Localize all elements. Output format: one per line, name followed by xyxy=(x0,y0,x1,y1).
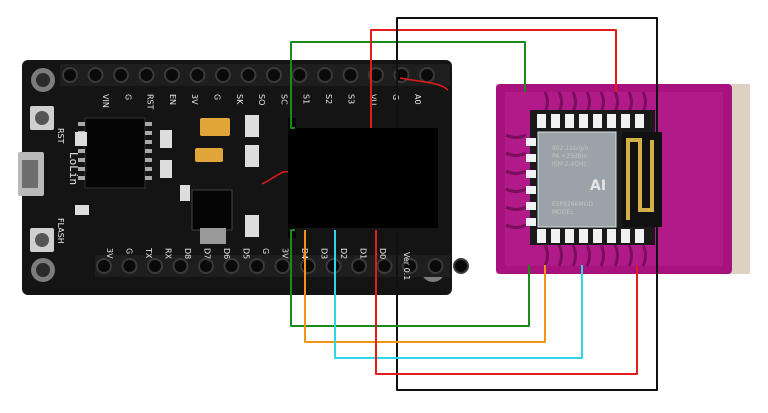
version-label: Ver 0.1 xyxy=(402,252,411,280)
top-pin-label: VU xyxy=(369,94,378,105)
jumper-wire xyxy=(370,29,617,128)
top-pin-label: SC xyxy=(279,94,288,105)
jumper-wires xyxy=(290,17,658,391)
header-pin xyxy=(402,258,418,274)
jumper-wire xyxy=(396,17,658,391)
nodemcu-board: LoLin RST FLASH VIN G RST EN 3V G SK SO SC S1 S2 S3… xyxy=(18,60,469,295)
top-pin-label: G xyxy=(213,94,222,100)
header-pin xyxy=(342,67,359,83)
header-pin xyxy=(96,258,112,274)
bottom-pin-label: 3V xyxy=(281,248,290,259)
header-pin xyxy=(368,67,384,83)
bottom-pin-label: D2 xyxy=(339,248,348,259)
top-pin-label: S3 xyxy=(346,94,355,104)
top-pin-label: S1 xyxy=(302,94,311,104)
top-pin-label: SO xyxy=(257,94,266,105)
header-pin xyxy=(453,258,469,274)
top-pin-label: SK xyxy=(235,94,244,105)
top-pin-label: G xyxy=(123,94,132,100)
top-pin-label: EN xyxy=(168,94,177,105)
header-pin xyxy=(419,67,435,83)
ai-logo: AI xyxy=(590,178,606,194)
bottom-pin-label: D5 xyxy=(242,248,251,259)
bottom-pin-label: D7 xyxy=(203,248,212,259)
bottom-pin-label: G xyxy=(125,248,134,254)
bottom-pin-label: G xyxy=(261,248,270,254)
top-pin-label: VIN xyxy=(101,94,110,108)
top-pin-label: G xyxy=(391,94,400,100)
bottom-pin-label: D0 xyxy=(378,248,387,259)
svg-text:ISM 2.4GHz: ISM 2.4GHz xyxy=(552,161,587,168)
bottom-pin-label: 3V xyxy=(105,248,114,259)
header-pin xyxy=(266,67,282,83)
header-pin xyxy=(274,258,291,274)
header-pin xyxy=(198,258,214,274)
top-pin-label: 3V xyxy=(190,94,199,105)
header-pin xyxy=(427,258,444,274)
esp12-holder: MODEL ESP8266MOD ISM 2.4GHz PA +25dBm 80… xyxy=(496,84,750,274)
header-pin xyxy=(325,258,342,274)
flash-label: FLASH xyxy=(56,218,65,244)
censor-block xyxy=(288,128,438,228)
header-pin xyxy=(172,258,189,274)
svg-text:802.11b/g/n: 802.11b/g/n xyxy=(552,145,589,152)
jumper-wire xyxy=(375,230,638,375)
header-pin xyxy=(147,258,163,274)
header-pin xyxy=(317,67,333,83)
header-pin xyxy=(300,258,316,274)
header-pin xyxy=(249,258,265,274)
bottom-pin-label: D3 xyxy=(320,248,329,259)
top-pin-label: A0 xyxy=(413,94,422,105)
header-pin xyxy=(164,67,180,83)
header-pin xyxy=(215,67,231,83)
capacitor-icon xyxy=(195,148,223,162)
header-pin xyxy=(351,258,367,274)
bottom-pin-label: RX xyxy=(164,248,173,260)
bottom-pin-label: D1 xyxy=(359,248,368,259)
header-pin xyxy=(376,258,393,274)
jumper-wire xyxy=(334,230,583,359)
header-pin xyxy=(113,67,129,83)
bottom-pin-label: D8 xyxy=(183,248,192,259)
header-pin xyxy=(138,67,155,83)
capacitor-icon xyxy=(200,118,230,136)
antenna-icon xyxy=(626,138,654,220)
bottom-pin-label: D6 xyxy=(222,248,231,259)
jumper-wire xyxy=(290,41,526,129)
board-brand: LoLin xyxy=(67,152,80,185)
top-pin-label: S2 xyxy=(324,94,333,104)
header-pin xyxy=(223,258,240,274)
header-pin xyxy=(62,67,78,83)
svg-text:PA +25dBm: PA +25dBm xyxy=(552,153,588,160)
jumper-wire xyxy=(304,230,546,343)
header-pin xyxy=(189,67,206,83)
top-pin-label: RST xyxy=(146,94,155,110)
jumper-wire xyxy=(290,229,530,327)
header-pin xyxy=(87,67,104,83)
rst-label: RST xyxy=(56,128,65,144)
svg-text:MODEL: MODEL xyxy=(552,209,574,216)
svg-text:ESP8266MOD: ESP8266MOD xyxy=(552,201,593,208)
bottom-pin-label: TX xyxy=(144,247,153,259)
header-pin xyxy=(121,258,138,274)
header-pin xyxy=(240,67,257,83)
header-pin xyxy=(291,67,308,83)
